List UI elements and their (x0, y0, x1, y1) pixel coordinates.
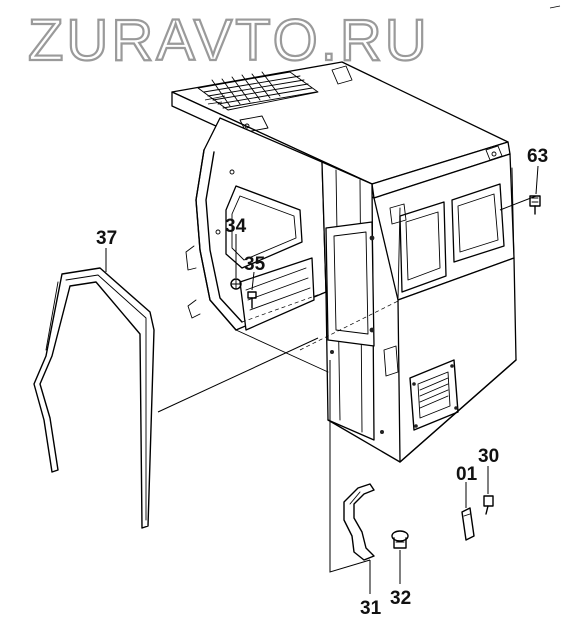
callout-31: 31 (360, 598, 382, 619)
callout-63-leader (535, 165, 539, 195)
bolt-63 (529, 195, 541, 215)
door-seal-part (33, 267, 155, 529)
screw-30 (483, 495, 494, 515)
callout-63: 63 (527, 146, 548, 167)
callout-35-leader (251, 271, 255, 291)
clip-01 (461, 507, 475, 541)
bolt-32 (391, 530, 409, 549)
corner-mark (549, 5, 561, 9)
callout-37: 37 (96, 228, 117, 249)
callout-35: 35 (244, 254, 266, 275)
watermark-text: ZURAVTO.RU (28, 8, 430, 73)
callout-34: 34 (225, 216, 247, 237)
handle-part (343, 483, 375, 561)
screw-35 (247, 291, 257, 309)
bolt-34 (230, 278, 242, 290)
callout-30: 30 (478, 446, 499, 467)
cab-body (171, 61, 517, 463)
callout-01: 01 (456, 464, 478, 485)
callout-32: 32 (390, 588, 411, 609)
side-grille (409, 359, 459, 431)
